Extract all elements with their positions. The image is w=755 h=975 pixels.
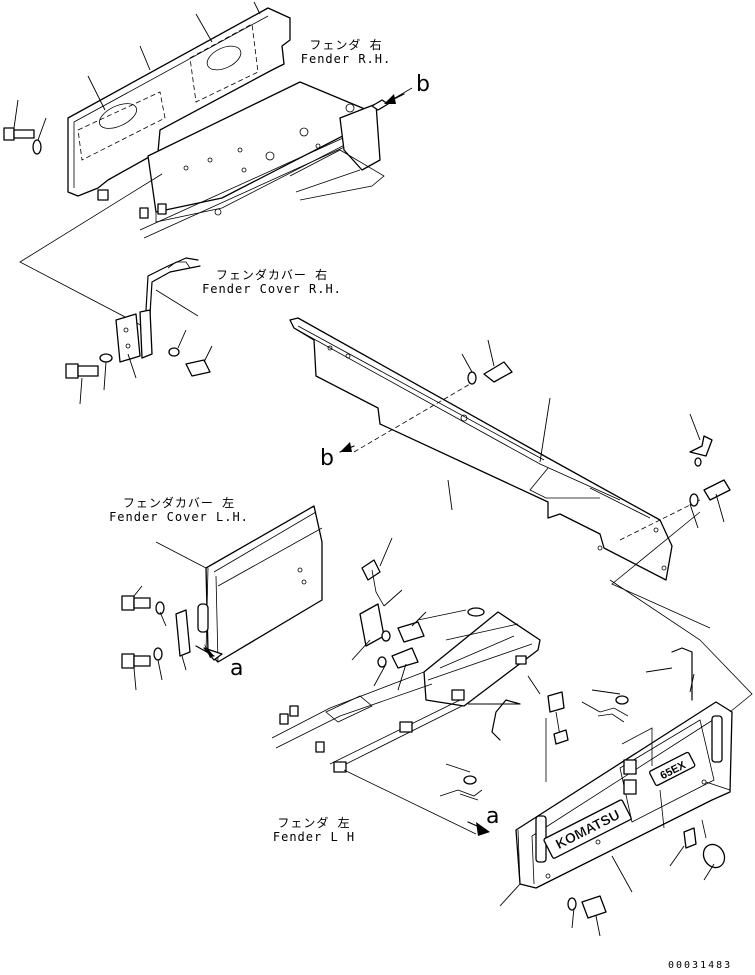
fender-plate-b: [289, 317, 731, 629]
fender-lh-deck: [271, 607, 541, 835]
fender-cover-lh-assembly: [121, 505, 323, 691]
ref-a-left: a: [230, 656, 244, 681]
fender-rh-label-en: Fender R.H.: [300, 52, 392, 66]
bolt: [3, 127, 35, 141]
fender-cover-lh-label: フェンダカバー 左 Fender Cover L.H.: [104, 496, 254, 524]
fender-cover-rh-label-en: Fender Cover R.H.: [202, 282, 342, 296]
fender-rh-assembly: [3, 1, 413, 331]
reference-arrows: [195, 93, 490, 836]
middle-bracket-assembly: [351, 537, 427, 691]
ref-a-bottom: a: [486, 804, 500, 829]
washer: [32, 139, 42, 155]
fender-cover-lh-label-en: Fender Cover L.H.: [109, 510, 249, 524]
fender-cover-lh-label-jp: フェンダカバー 左: [122, 496, 236, 510]
fender-lh-label-en: Fender L H: [272, 830, 356, 844]
fender-lh-label-jp: フェンダ 左: [277, 816, 351, 830]
fender-cover-rh-label: フェンダカバー 右 Fender Cover R.H.: [196, 268, 348, 296]
fender-lh-panel: KOMATSU 65EX: [439, 579, 753, 937]
fender-rh-label-jp: フェンダ 右: [309, 38, 383, 52]
ref-b-mid: b: [320, 446, 334, 471]
fender-rh-label: フェンダ 右 Fender R.H.: [296, 38, 396, 66]
fender-cover-rh-assembly: [65, 257, 213, 405]
fender-cover-rh-label-jp: フェンダカバー 右: [215, 268, 329, 282]
fender-lh-label: フェンダ 左 Fender L H: [264, 816, 364, 844]
drawing-code: 00031483: [668, 960, 733, 971]
ref-b-top: b: [416, 72, 430, 97]
